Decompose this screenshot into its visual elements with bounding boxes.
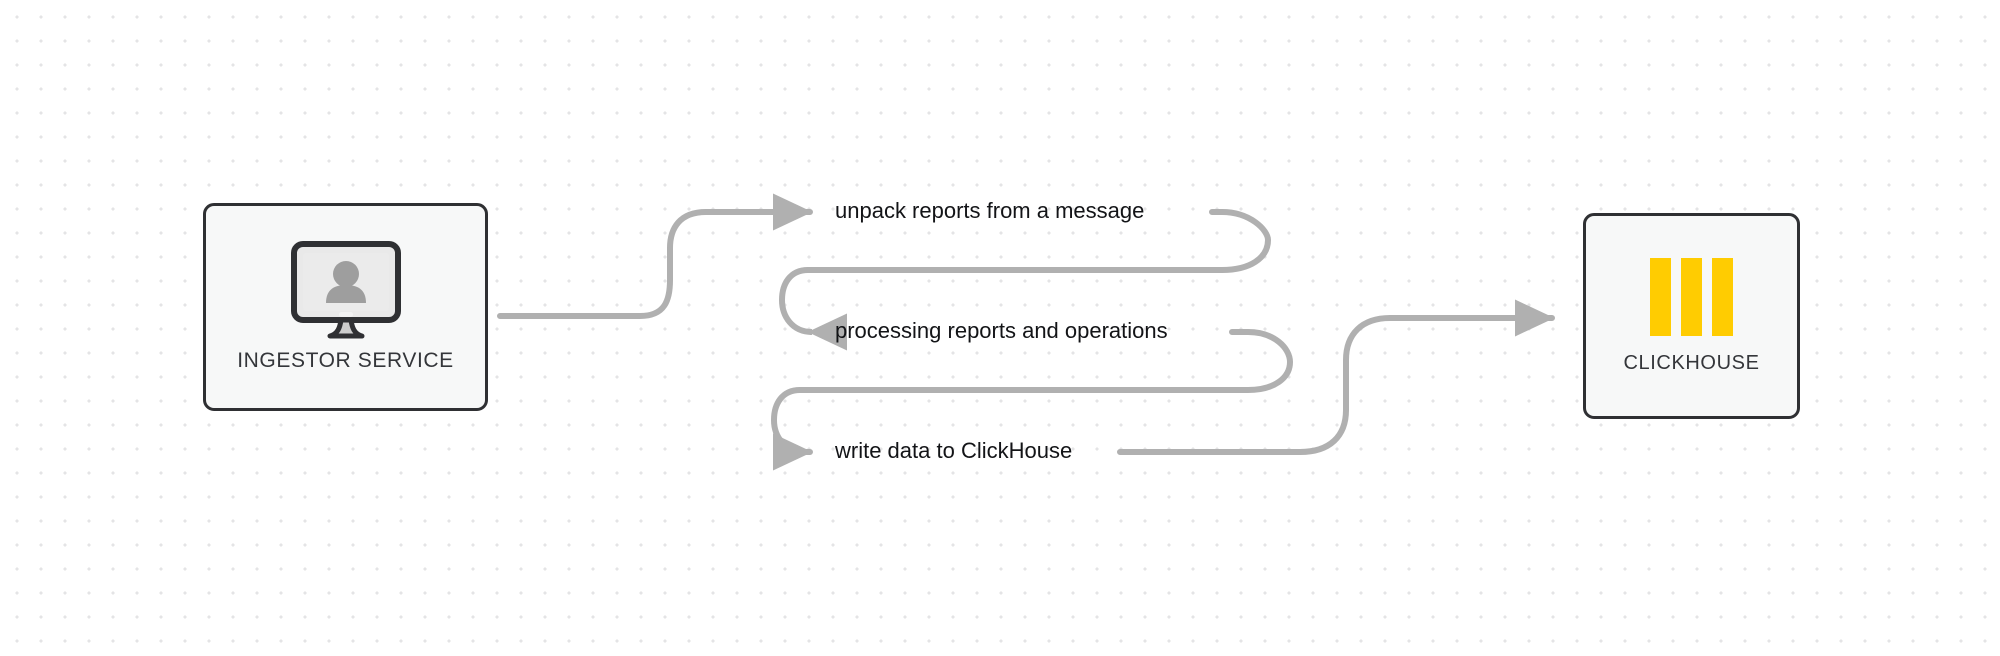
monitor-user-icon — [290, 241, 402, 339]
edge-path-1-return — [805, 209, 1272, 273]
edge-path-3-return — [1117, 299, 1555, 455]
edge-label-processing-reports: processing reports and operations — [835, 318, 1168, 343]
node-ingestor-label: INGESTOR SERVICE — [237, 349, 454, 372]
edge-label-write-data: write data to ClickHouse — [835, 438, 1073, 463]
edge-path-2 — [778, 267, 848, 351]
edge-path-3 — [770, 387, 813, 471]
clickhouse-bars-icon — [1642, 257, 1742, 336]
node-clickhouse-label: CLICKHOUSE — [1623, 351, 1760, 374]
edge-path-1 — [497, 193, 813, 319]
edge-label-unpack-reports: unpack reports from a message — [835, 198, 1145, 223]
node-clickhouse[interactable]: CLICKHOUSE — [1583, 213, 1800, 419]
node-ingestor-service[interactable]: INGESTOR SERVICE — [203, 203, 488, 411]
edge-path-2-return — [797, 329, 1294, 393]
